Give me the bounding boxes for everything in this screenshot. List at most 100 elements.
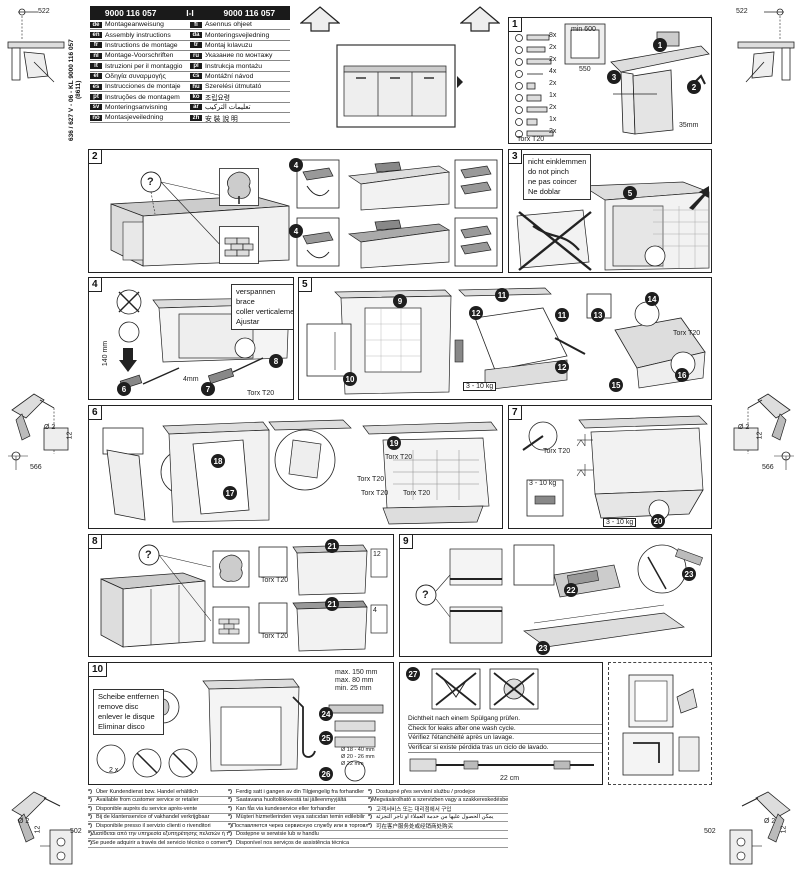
- footnote-marker: *): [228, 822, 232, 829]
- up-arrow-icon: [300, 6, 340, 32]
- door-hang-illustration: [93, 410, 501, 528]
- part-label: 8x: [549, 32, 557, 39]
- fix-to-worktop-illustration: [93, 541, 393, 655]
- dimension-bottom-right: 502: [704, 828, 716, 835]
- part-label: 2x: [549, 80, 557, 87]
- language-label: 安 裝 說 明: [205, 115, 238, 123]
- warning-box: nicht einklemmen do not pinch ne pas coi…: [523, 154, 592, 200]
- weight-label: 3 - 10 kg: [603, 518, 637, 527]
- dimension-diameter: Ø 2: [764, 818, 776, 825]
- weight-label: 3 - 10 kg: [529, 480, 557, 487]
- question-mark: ?: [147, 176, 154, 188]
- footnote-marker: *): [228, 839, 232, 846]
- step-badge: 16: [675, 368, 689, 382]
- model-number-bar: 9000 116 057 I-I 9000 116 057: [90, 6, 290, 20]
- language-code: en: [90, 32, 102, 39]
- dimension-depth: 12: [780, 825, 788, 834]
- dimension-label: Ø 18 - 40 mm: [341, 747, 375, 753]
- dishwasher-under-counter-illustration: [103, 168, 293, 268]
- panel-5-front-panel: 5 9 10 11 12 12 13 14 15 16 11 3 - 10 kg…: [298, 277, 712, 400]
- warning-text: Ne doblar: [528, 187, 561, 196]
- footnote-marker: *): [368, 805, 372, 812]
- dimension-depth: 12: [34, 825, 42, 834]
- footnote-marker: *): [228, 814, 232, 821]
- leak-check-icons: [428, 667, 548, 711]
- hose-extension-illustration: [404, 755, 602, 784]
- tool-label: Torx T20: [543, 448, 571, 455]
- language-label: Asennus ohjeet: [205, 21, 252, 29]
- part-label: 4x: [549, 68, 557, 75]
- language-code: tr: [190, 42, 202, 49]
- footnote-row: *) Über Kundendienst bzw. Handel erhältli…: [88, 788, 508, 797]
- footnote-cell: *) Dostupné přes servisní službu / prodej…: [368, 788, 508, 796]
- footnote-text: Disponibile presso il servizio clienti o…: [96, 822, 211, 829]
- footnote-text: Dostupné přes servisní službu / prodejce: [376, 788, 476, 795]
- language-code: pl: [190, 63, 202, 70]
- footnote-cell: *)Ferdig satt i gangen av din Tilgjengel…: [228, 788, 368, 796]
- remove-disc-text: Scheibe entfernen: [98, 692, 159, 701]
- panel-4-fasten-brackets: 4 verspannen brace coller verticalement …: [88, 277, 294, 400]
- footnote-cell: *)Dostępne w serwisie lub w handlu: [228, 831, 368, 839]
- hose-pinch-illustration: [513, 180, 711, 272]
- dimension-label: 12: [373, 551, 381, 558]
- dimension-diameter: Ø 2: [18, 818, 30, 825]
- step-badge: 4: [289, 224, 303, 238]
- language-label: Szerelési útmutató: [205, 83, 262, 91]
- footnote-cell: [368, 831, 508, 839]
- language-label: Monteringsanvisning: [105, 103, 168, 111]
- language-label: Указание по монтажу: [205, 52, 273, 60]
- footnote-cell: *)Поставляется через сервисную службу ил…: [228, 822, 368, 830]
- parts-list: [513, 32, 559, 142]
- footnote-text: Müşteri hizmetlerinden veya satıcıdan te…: [236, 814, 366, 821]
- footnote-marker: *): [368, 788, 372, 795]
- language-code: hu: [190, 83, 202, 90]
- dimension-label: 550: [579, 66, 591, 73]
- footnote-cell: *)Se puede adquirir a través del servici…: [88, 839, 228, 847]
- language-code: nl: [90, 52, 102, 59]
- part-label: 2x: [549, 104, 557, 111]
- dimension-diameter: Ø 2: [44, 424, 56, 431]
- panel-6-hang-door: 6 17 18 19 Torx T20 Torx T20 Torx T20 To…: [88, 405, 503, 529]
- footnote-row: *)Bij de klantenservice of vakhandel ver…: [88, 814, 508, 822]
- step-badge: 8: [269, 354, 283, 368]
- step-badge: 14: [645, 292, 659, 306]
- step-badge: 18: [211, 454, 225, 468]
- footnote-text: Saatavana huoltoliikkeestä tai jälleenmy…: [236, 797, 347, 804]
- footnote-cell: [368, 839, 508, 847]
- step-badge: 3: [607, 70, 621, 84]
- footnote-cell: *)Available from customer service or ret…: [88, 797, 228, 805]
- step-badge: 20: [651, 514, 665, 528]
- step-badge: 22: [564, 583, 578, 597]
- footnote-text: Kan fås via kundeservice eller forhandle…: [236, 805, 336, 812]
- leak-check-line: Vérifiez l'étanchéité après un lavage.: [408, 734, 602, 744]
- language-label: Instruções de montagem: [105, 93, 180, 101]
- leak-check-line: Verificar si existe pérdida tras un cicl…: [408, 744, 602, 753]
- step-badge: 27: [406, 667, 420, 681]
- footnote-text: Se puede adquirir a través del servicio …: [91, 839, 228, 846]
- language-label: 조립요령: [205, 95, 231, 102]
- footnote-marker: *): [88, 839, 92, 846]
- footnote-cell: *)Kan fås via kundeservice eller forhand…: [228, 805, 368, 813]
- tool-label: Torx T20: [247, 390, 275, 397]
- footnote-row: *) Disponible auprès du service après-ven…: [88, 805, 508, 814]
- step-badge: 2: [687, 80, 701, 94]
- step-badge: 11: [495, 288, 509, 302]
- footnote-text: Über Kundendienst bzw. Handel erhältlich: [96, 788, 199, 795]
- language-label: Montážní návod: [205, 72, 254, 80]
- step-badge: 5: [623, 186, 637, 200]
- unpacking-illustration: [561, 22, 711, 142]
- footnote-text: 고객서비스 또는 대리점에서 구입: [376, 806, 452, 813]
- footnote-text: Disponible auprès du service après-vente: [96, 805, 198, 812]
